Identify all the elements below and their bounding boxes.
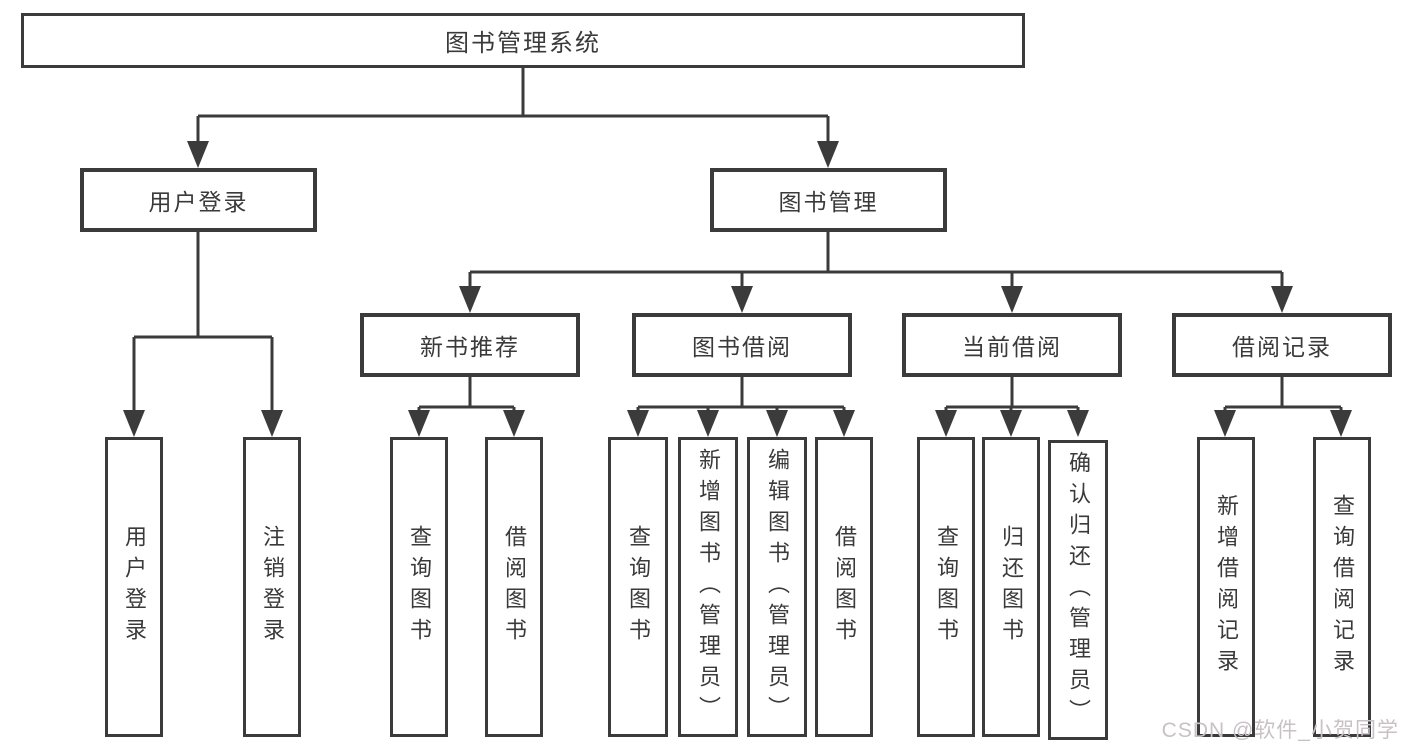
arrowhead-icon (187, 141, 209, 168)
leaf-return-books: 归还图书 (982, 437, 1040, 737)
leaf-add-book-admin: 新增图书（管理员） (678, 437, 738, 737)
leaf-query-books-current: 查询图书 (917, 437, 975, 737)
node-label: 查询图书 (407, 525, 432, 649)
node-label: 借阅图书 (832, 525, 857, 649)
arrowhead-icon (408, 410, 430, 437)
connector-borrow-records-to-leaves (1214, 377, 1352, 437)
node-library-management-system: 图书管理系统 (21, 13, 1025, 68)
arrowhead-icon (123, 410, 145, 437)
leaf-user-login: 用户登录 (105, 437, 163, 737)
leaf-borrow-books-recommend: 借阅图书 (485, 437, 543, 737)
csdn-watermark: CSDN @软件_小贺同学 (1161, 719, 1399, 742)
node-new-book-recommend: 新书推荐 (360, 313, 580, 377)
node-label: 借阅图书 (502, 525, 527, 649)
node-label: 编辑图书（管理员） (765, 447, 790, 727)
arrowhead-icon (1214, 410, 1236, 437)
node-label: 新增图书（管理员） (696, 447, 721, 727)
node-label: 查询图书 (934, 525, 959, 649)
node-borrow-records: 借阅记录 (1172, 313, 1392, 377)
arrowhead-icon (1330, 410, 1352, 437)
node-label: 当前借阅 (962, 334, 1062, 360)
leaf-logout: 注销登录 (243, 437, 301, 737)
arrowhead-icon (817, 141, 839, 168)
connector-book-borrow-to-leaves (627, 377, 855, 437)
leaf-add-borrow-record: 新增借阅记录 (1197, 437, 1255, 737)
node-label: 归还图书 (999, 525, 1024, 649)
leaf-confirm-return-admin: 确认归还（管理员） (1048, 440, 1108, 740)
arrowhead-icon (731, 286, 753, 313)
connector-current-borrow-to-leaves (935, 377, 1089, 437)
leaf-query-books-borrow: 查询图书 (608, 437, 668, 737)
arrowhead-icon (261, 410, 283, 437)
leaf-query-books-recommend: 查询图书 (390, 437, 448, 737)
arrowhead-icon (627, 410, 649, 437)
node-current-borrow: 当前借阅 (902, 313, 1122, 377)
node-label: 图书管理系统 (445, 30, 601, 57)
arrowhead-icon (697, 410, 719, 437)
arrowhead-icon (1067, 410, 1089, 437)
arrowhead-icon (833, 410, 855, 437)
arrowhead-icon (503, 410, 525, 437)
node-label: 图书借阅 (692, 334, 792, 360)
node-label: 查询图书 (626, 525, 651, 649)
leaf-edit-book-admin: 编辑图书（管理员） (747, 437, 807, 737)
node-label: 新增借阅记录 (1214, 494, 1239, 680)
arrowhead-icon (1001, 286, 1023, 313)
connector-user-login-to-leaves (123, 232, 283, 437)
node-book-borrow: 图书借阅 (632, 313, 852, 377)
connector-book-management-to-level3 (459, 232, 1293, 313)
arrowhead-icon (935, 410, 957, 437)
node-label: 借阅记录 (1232, 334, 1332, 360)
node-label: 注销登录 (260, 525, 285, 649)
node-label: 查询借阅记录 (1330, 494, 1355, 680)
node-label: 确认归还（管理员） (1066, 450, 1091, 730)
arrowhead-icon (1271, 286, 1293, 313)
arrowhead-icon (1000, 410, 1022, 437)
node-label: 图书管理 (778, 189, 879, 215)
connector-new-book-recommend-to-leaves (408, 377, 525, 437)
node-book-management: 图书管理 (710, 168, 947, 232)
connector-root-to-level2 (187, 68, 839, 168)
leaf-query-borrow-record: 查询借阅记录 (1313, 437, 1371, 737)
leaf-borrow-books: 借阅图书 (815, 437, 873, 737)
node-user-login: 用户登录 (80, 168, 317, 232)
node-label: 新书推荐 (420, 334, 520, 360)
arrowhead-icon (459, 286, 481, 313)
node-label: 用户登录 (148, 189, 249, 215)
arrowhead-icon (766, 410, 788, 437)
node-label: 用户登录 (122, 525, 147, 649)
